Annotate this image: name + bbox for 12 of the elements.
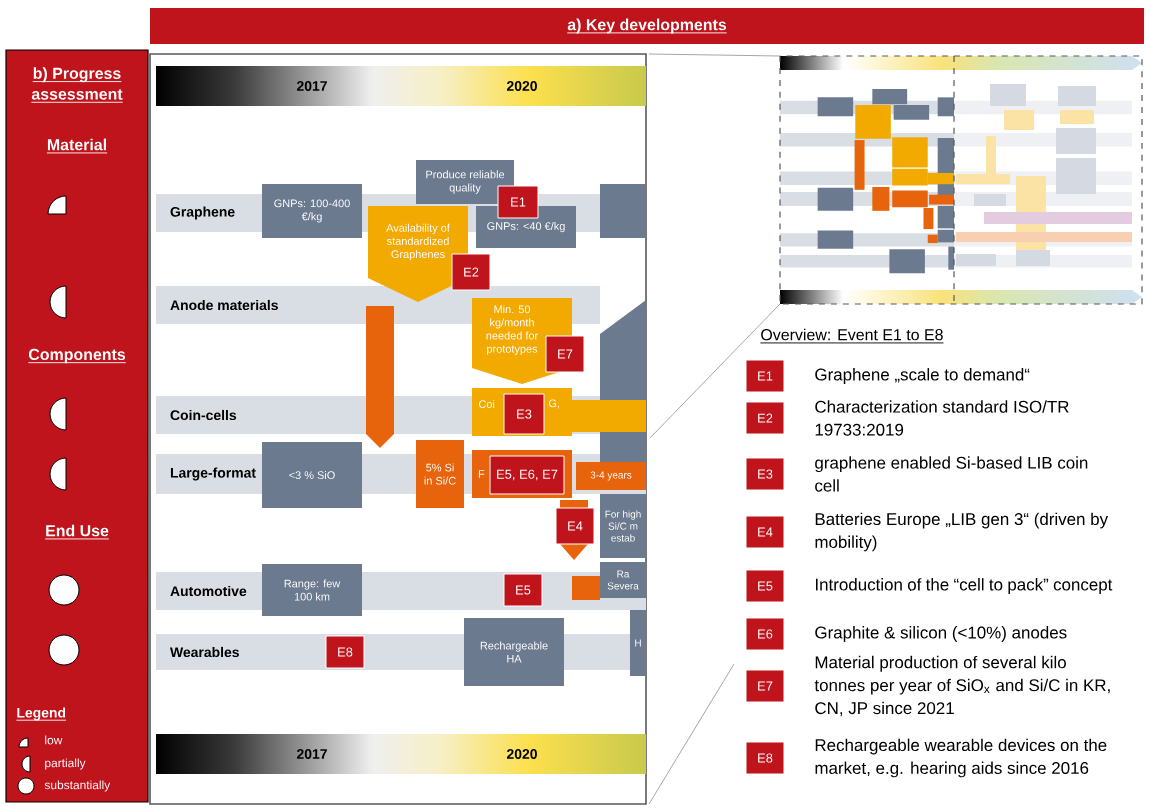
event-description: Characterization standard ISO/TR 19733:2019 — [815, 400, 1069, 436]
bar-shape — [572, 576, 600, 600]
event-description: Graphite & silicon (<10%) anodes — [815, 626, 1067, 642]
arrow-shape — [366, 306, 394, 448]
event-description: graphene enabled Si-based LIB coin cell — [815, 456, 1088, 492]
box-shape — [600, 184, 646, 238]
event-description: Batteries Europe „LIB gen 3“ (driven by mobility) — [815, 512, 1109, 552]
event-description: Rechargeable wearable devices on the market, e.g. hearing aids since 2016 — [815, 738, 1107, 778]
bar-shape — [572, 400, 646, 432]
event-description: Introduction of the “cell to pack” concept — [815, 578, 1113, 594]
event-description: Material production of several kilo tonnes per year of SiO$_{x}$ and Si/C in KR, CN, JP since 2021 — [814, 655, 1110, 717]
event-description: Graphene „scale to demand“ — [815, 368, 1030, 384]
